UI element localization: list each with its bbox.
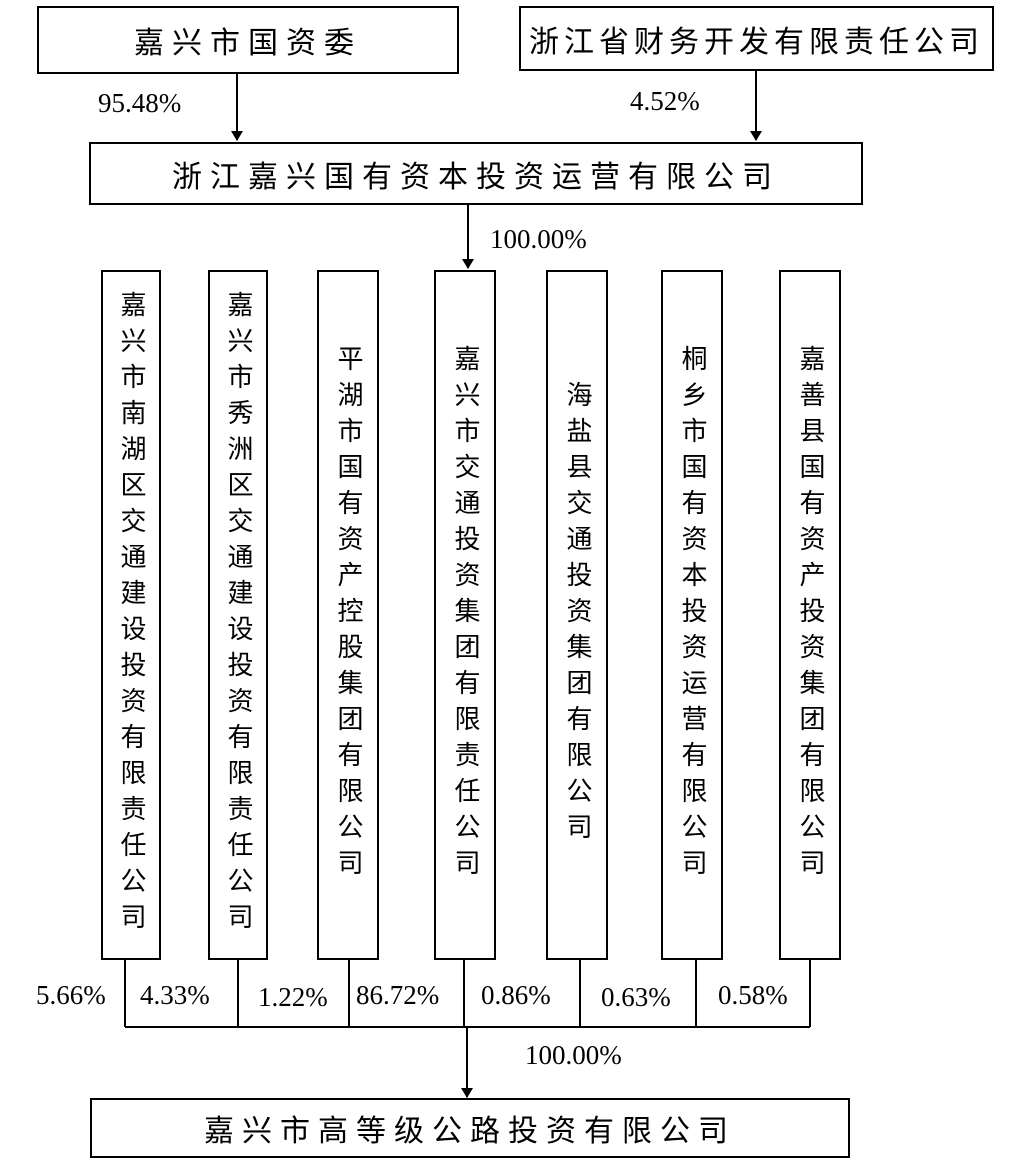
shareholder-pct-1: 95.48%	[98, 88, 182, 118]
subsidiary-name-2: 嘉兴市秀洲区交通建设投资有限责任公司	[223, 291, 253, 939]
target-pct: 100.00%	[525, 1040, 622, 1070]
parent-pct: 100.00%	[490, 224, 587, 254]
shareholder-name-1: 嘉兴市国资委	[134, 26, 362, 61]
subsidiary-box-7: 嘉善县国有资产投资集团有限公司	[779, 270, 841, 960]
shareholder-box-1: 嘉兴市国资委	[37, 6, 459, 74]
subsidiary-box-5: 海盐县交通投资集团有限公司	[546, 270, 608, 960]
subsidiary-name-1: 嘉兴市南湖区交通建设投资有限责任公司	[116, 291, 146, 939]
shareholder-pct-2: 4.52%	[630, 86, 700, 116]
subsidiary-name-5: 海盐县交通投资集团有限公司	[562, 381, 592, 849]
subsidiary-name-4: 嘉兴市交通投资集团有限责任公司	[450, 345, 480, 885]
subsidiary-pct-1: 5.66%	[36, 980, 106, 1010]
subsidiary-box-1: 嘉兴市南湖区交通建设投资有限责任公司	[101, 270, 161, 960]
parent-company-name: 浙江嘉兴国有资本投资运营有限公司	[172, 159, 780, 195]
subsidiary-pct-5: 0.86%	[481, 980, 551, 1010]
subsidiary-box-6: 桐乡市国有资本投资运营有限公司	[661, 270, 723, 960]
parent-company-box: 浙江嘉兴国有资本投资运营有限公司	[89, 142, 863, 205]
subsidiary-pct-2: 4.33%	[140, 980, 210, 1010]
subsidiary-box-2: 嘉兴市秀洲区交通建设投资有限责任公司	[208, 270, 268, 960]
subsidiary-pct-7: 0.58%	[718, 980, 788, 1010]
subsidiary-name-6: 桐乡市国有资本投资运营有限公司	[677, 345, 707, 885]
target-company-name: 嘉兴市高等级公路投资有限公司	[204, 1114, 736, 1149]
subsidiary-name-7: 嘉善县国有资产投资集团有限公司	[795, 345, 825, 885]
target-company-box: 嘉兴市高等级公路投资有限公司	[90, 1098, 850, 1158]
subsidiary-pct-3: 1.22%	[258, 982, 328, 1012]
shareholder-name-2: 浙江省财务开发有限责任公司	[529, 24, 984, 60]
subsidiary-box-4: 嘉兴市交通投资集团有限责任公司	[434, 270, 496, 960]
subsidiary-box-3: 平湖市国有资产控股集团有限公司	[317, 270, 379, 960]
subsidiary-pct-6: 0.63%	[601, 982, 671, 1012]
subsidiary-name-3: 平湖市国有资产控股集团有限公司	[333, 345, 363, 885]
subsidiary-pct-4: 86.72%	[356, 980, 440, 1010]
shareholder-box-2: 浙江省财务开发有限责任公司	[519, 6, 994, 71]
